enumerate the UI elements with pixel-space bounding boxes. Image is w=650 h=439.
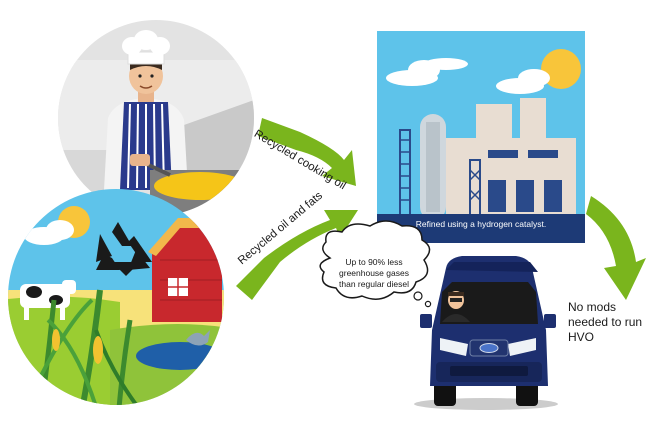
pond [136, 342, 224, 370]
arrow-to-van [586, 196, 646, 300]
label-no-mods: No mods needed to run HVO [568, 300, 648, 345]
thought-line: than regular diesel [326, 279, 422, 290]
arrow-cooking-oil [258, 118, 356, 186]
cooking-oil-scene [58, 20, 254, 216]
van-icon [414, 256, 558, 410]
farm-scene [0, 189, 240, 430]
thought-bubble-text: Up to 90% less greenhouse gases than reg… [326, 257, 422, 290]
outcome-line: No mods [568, 300, 648, 315]
outcome-line: HVO [568, 330, 648, 345]
thought-line: Up to 90% less [326, 257, 422, 268]
label-refined: Refined using a hydrogen catalyst. [384, 219, 578, 229]
refinery-panel [377, 31, 585, 243]
thought-line: greenhouse gases [326, 268, 422, 279]
outcome-line: needed to run [568, 315, 648, 330]
